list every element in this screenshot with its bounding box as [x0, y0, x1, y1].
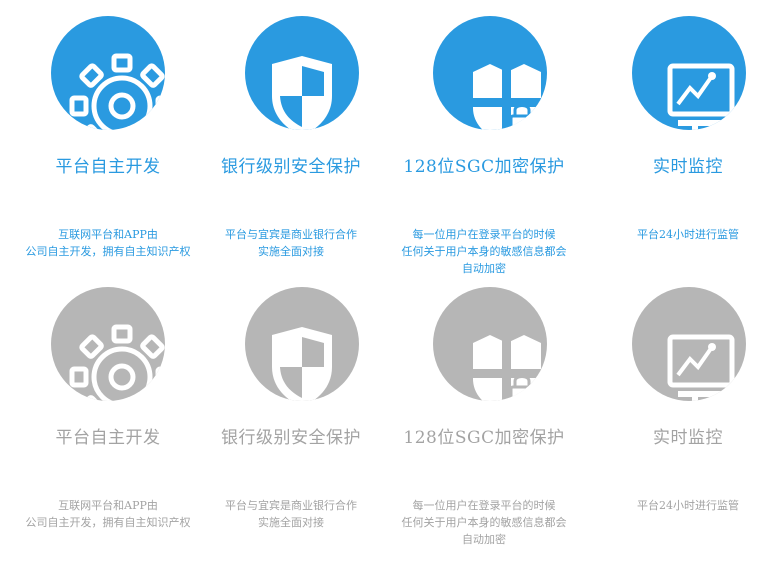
monitor-chart-shape	[667, 334, 738, 401]
feature-description-line: 平台24小时进行监管	[637, 499, 739, 512]
feature-title: 实时监控	[653, 157, 723, 177]
feature-card-bank-security: 银行级别安全保护平台与宜宾是商业银行合作实施全面对接	[194, 271, 388, 542]
features-row-active: 平台自主开发互联网平台和APP由公司自主开发，拥有自主知识产权银行级别安全保护平…	[0, 0, 778, 275]
gear-shape	[69, 324, 165, 401]
monitor-chart-icon	[632, 287, 746, 401]
encrypted-shield-icon	[433, 16, 547, 130]
feature-description-line: 平台24小时进行监管	[637, 228, 739, 241]
feature-description-line: 公司自主开发，拥有自主知识产权	[25, 516, 191, 529]
shield-icon	[245, 287, 359, 401]
gear-shape	[69, 53, 165, 130]
encrypted-shield-shape	[473, 335, 541, 401]
feature-description: 互联网平台和APP由公司自主开发，拥有自主知识产权	[11, 226, 205, 260]
feature-description: 平台24小时进行监管	[591, 226, 778, 243]
shield-icon	[245, 16, 359, 130]
feature-card-self-developed: 平台自主开发互联网平台和APP由公司自主开发，拥有自主知识产权	[11, 271, 205, 542]
feature-card-sgc-encryption: 128位SGC加密保护每一位用户在登录平台的时候任何关于用户本身的敏感信息都会自…	[387, 0, 581, 275]
monitor-chart-shape	[667, 63, 738, 130]
feature-card-sgc-encryption: 128位SGC加密保护每一位用户在登录平台的时候任何关于用户本身的敏感信息都会自…	[387, 271, 581, 546]
feature-title: 银行级别安全保护	[221, 157, 361, 177]
feature-description-line: 平台与宜宾是商业银行合作	[225, 499, 357, 512]
feature-description-line: 互联网平台和APP由	[58, 499, 158, 512]
feature-description: 互联网平台和APP由公司自主开发，拥有自主知识产权	[11, 497, 205, 531]
shield-shape	[272, 56, 332, 130]
encrypted-shield-shape	[473, 64, 541, 130]
feature-title: 平台自主开发	[55, 428, 161, 448]
feature-description-line: 公司自主开发，拥有自主知识产权	[25, 245, 191, 258]
feature-description-line: 自动加密	[462, 533, 506, 546]
feature-description: 平台24小时进行监管	[591, 497, 778, 514]
feature-card-realtime-monitoring: 实时监控平台24小时进行监管	[591, 0, 778, 271]
encrypted-shield-icon	[433, 287, 547, 401]
gear-icon	[51, 287, 165, 401]
feature-title: 128位SGC加密保护	[403, 157, 565, 177]
feature-description-line: 平台与宜宾是商业银行合作	[225, 228, 357, 241]
features-row-inactive: 平台自主开发互联网平台和APP由公司自主开发，拥有自主知识产权银行级别安全保护平…	[0, 271, 778, 546]
feature-description-line: 任何关于用户本身的敏感信息都会	[401, 245, 567, 258]
feature-description: 平台与宜宾是商业银行合作实施全面对接	[194, 226, 388, 260]
feature-title: 128位SGC加密保护	[403, 428, 565, 448]
feature-description: 平台与宜宾是商业银行合作实施全面对接	[194, 497, 388, 531]
feature-card-bank-security: 银行级别安全保护平台与宜宾是商业银行合作实施全面对接	[194, 0, 388, 271]
feature-card-realtime-monitoring: 实时监控平台24小时进行监管	[591, 271, 778, 542]
feature-card-self-developed: 平台自主开发互联网平台和APP由公司自主开发，拥有自主知识产权	[11, 0, 205, 271]
feature-description-line: 自动加密	[462, 262, 506, 275]
feature-title: 平台自主开发	[55, 157, 161, 177]
feature-description-line: 互联网平台和APP由	[58, 228, 158, 241]
feature-description-line: 实施全面对接	[258, 516, 324, 529]
feature-title: 银行级别安全保护	[221, 428, 361, 448]
feature-description: 每一位用户在登录平台的时候任何关于用户本身的敏感信息都会自动加密	[387, 497, 581, 548]
feature-description-line: 任何关于用户本身的敏感信息都会	[401, 516, 567, 529]
monitor-chart-icon	[632, 16, 746, 130]
gear-icon	[51, 16, 165, 130]
feature-description: 每一位用户在登录平台的时候任何关于用户本身的敏感信息都会自动加密	[387, 226, 581, 277]
feature-description-line: 实施全面对接	[258, 245, 324, 258]
feature-title: 实时监控	[653, 428, 723, 448]
shield-shape	[272, 327, 332, 401]
feature-description-line: 每一位用户在登录平台的时候	[412, 499, 556, 512]
feature-description-line: 每一位用户在登录平台的时候	[412, 228, 556, 241]
